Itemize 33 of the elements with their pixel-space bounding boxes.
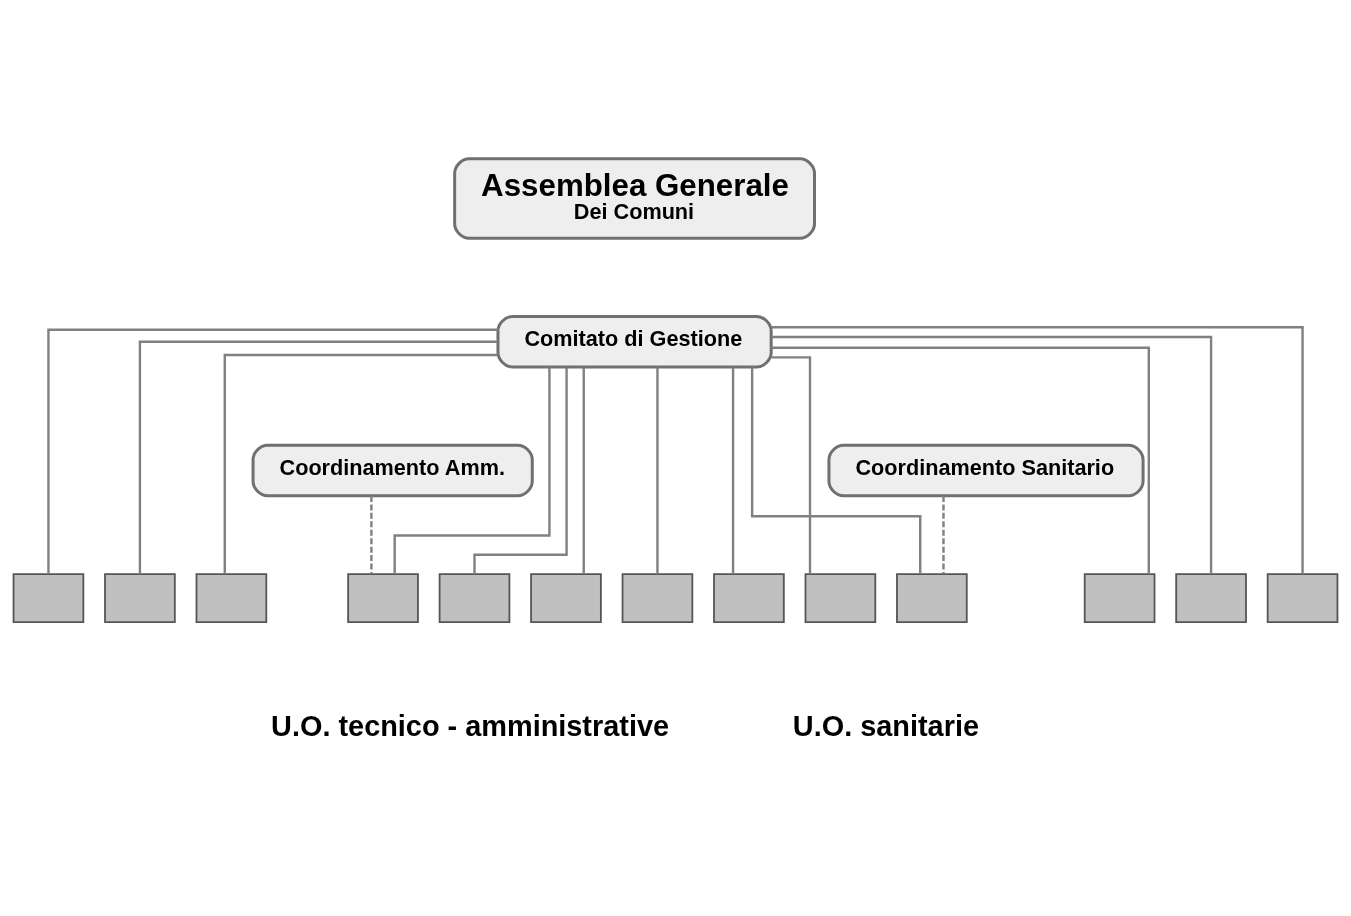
connector bbox=[223, 353, 498, 574]
node-box bbox=[347, 572, 419, 623]
connector bbox=[370, 495, 373, 574]
connector bbox=[731, 366, 735, 574]
label: U.O. tecnico - amministrative bbox=[271, 709, 670, 742]
node-box bbox=[713, 572, 785, 623]
node-box bbox=[195, 572, 268, 623]
connector bbox=[771, 355, 812, 574]
node-box: Coordinamento Sanitario bbox=[827, 443, 1145, 497]
node-box bbox=[804, 572, 877, 623]
connector bbox=[942, 495, 945, 574]
node-box: Coordinamento Amm. bbox=[251, 443, 534, 497]
connector bbox=[750, 366, 922, 574]
node-box bbox=[1083, 572, 1156, 623]
node-box bbox=[104, 572, 176, 623]
connector bbox=[393, 366, 551, 574]
connector bbox=[47, 328, 498, 574]
connector bbox=[771, 335, 1213, 574]
node-box bbox=[530, 572, 602, 623]
node-box bbox=[621, 572, 694, 623]
node-box: Comitato di Gestione bbox=[496, 314, 773, 369]
connector bbox=[138, 340, 498, 574]
connector bbox=[656, 366, 659, 574]
node-box bbox=[438, 572, 511, 623]
connector bbox=[771, 346, 1150, 574]
node-box: Assemblea Generale Dei Comuni bbox=[453, 156, 816, 240]
connector bbox=[771, 325, 1304, 574]
node-box bbox=[1266, 572, 1339, 623]
node-box bbox=[896, 572, 968, 623]
node-box bbox=[12, 572, 85, 623]
node-box bbox=[1175, 572, 1247, 623]
label: U.O. sanitarie bbox=[792, 709, 979, 742]
connector bbox=[582, 366, 585, 574]
